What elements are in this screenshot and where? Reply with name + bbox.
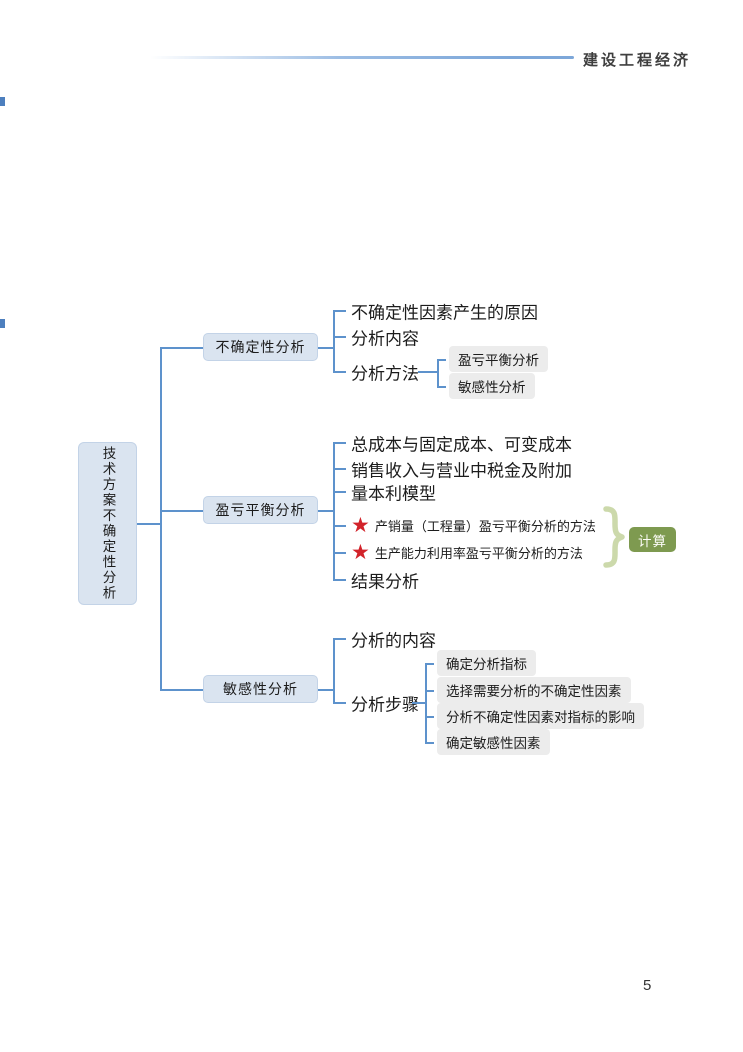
page-number: 5 (643, 977, 652, 994)
connector-line (425, 742, 434, 744)
branch-node-sensitivity-analysis: 敏感性分析 (203, 675, 318, 703)
connector-line (333, 442, 346, 444)
star-icon: ★ (351, 513, 370, 537)
margin-mark (0, 319, 5, 328)
connector-line (333, 702, 346, 704)
connector-line (160, 347, 203, 349)
connector-line (333, 310, 346, 312)
branch-node-uncertainty-analysis: 不确定性分析 (203, 333, 318, 361)
branch-node-label: 不确定性分析 (215, 340, 306, 356)
leaf-node: 敏感性分析 (449, 373, 535, 399)
connector-line (333, 638, 346, 640)
leaf-node: 确定分析指标 (437, 650, 536, 676)
child-label: 生产能力利用率盈亏平衡分析的方法 (374, 546, 583, 562)
root-node-label: 技术方案不确定性分析 (99, 446, 116, 601)
margin-mark (0, 97, 5, 106)
starred-item: ★ 生产能力利用率盈亏平衡分析的方法 (351, 540, 583, 564)
connector-line (318, 347, 333, 349)
connector-line (333, 525, 346, 527)
child-label: 结果分析 (351, 572, 419, 593)
branch-node-breakeven-analysis: 盈亏平衡分析 (203, 496, 318, 524)
child-label: 产销量（工程量）盈亏平衡分析的方法 (374, 519, 596, 535)
connector-line (412, 702, 425, 704)
connector-line (437, 359, 439, 386)
brace-icon (603, 506, 625, 568)
connector-line (333, 442, 335, 579)
child-label: 分析的内容 (351, 631, 436, 652)
connector-line (425, 716, 434, 718)
leaf-node: 盈亏平衡分析 (449, 346, 548, 372)
connector-line (425, 663, 427, 743)
header-title: 建设工程经济 (583, 52, 692, 69)
child-label: 分析内容 (351, 329, 419, 350)
connector-line (333, 552, 346, 554)
connector-line (425, 663, 434, 665)
connector-line (425, 690, 434, 692)
connector-line (333, 491, 346, 493)
branch-node-label: 盈亏平衡分析 (215, 503, 306, 519)
calculation-callout: 计算 (629, 527, 676, 552)
branch-node-label: 敏感性分析 (223, 682, 298, 698)
child-label: 量本利模型 (351, 484, 436, 505)
child-label: 分析方法 (351, 364, 419, 385)
connector-line (333, 468, 346, 470)
child-label: 不确定性因素产生的原因 (351, 303, 538, 324)
connector-line (160, 510, 203, 512)
header-accent-line (150, 56, 574, 59)
starred-item: ★ 产销量（工程量）盈亏平衡分析的方法 (351, 513, 596, 537)
leaf-node: 选择需要分析的不确定性因素 (437, 677, 631, 703)
connector-line (160, 347, 162, 690)
child-label: 总成本与固定成本、可变成本 (351, 435, 572, 456)
connector-line (333, 579, 346, 581)
root-node: 技术方案不确定性分析 (78, 442, 137, 605)
child-label: 销售收入与营业中税金及附加 (351, 461, 572, 482)
connector-line (318, 510, 333, 512)
connector-line (333, 310, 335, 372)
connector-line (437, 359, 446, 361)
connector-line (418, 371, 437, 373)
connector-line (333, 371, 346, 373)
child-label: 分析步骤 (351, 695, 419, 716)
leaf-node: 确定敏感性因素 (437, 729, 550, 755)
connector-line (318, 689, 333, 691)
connector-line (160, 689, 203, 691)
star-icon: ★ (351, 540, 370, 564)
connector-line (333, 336, 346, 338)
leaf-node: 分析不确定性因素对指标的影响 (437, 703, 644, 729)
connector-line (137, 523, 161, 525)
connector-line (437, 386, 446, 388)
connector-line (333, 638, 335, 702)
